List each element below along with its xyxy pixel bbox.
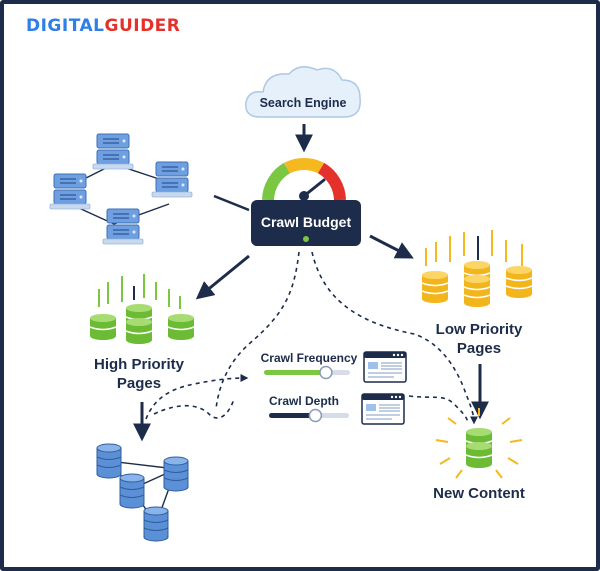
dashed-path-high-to-frequency [145,374,249,420]
crawl-frequency-slider[interactable] [264,365,350,380]
search-engine-cloud [245,66,361,118]
high-priority-pages-icon [89,274,195,345]
database-icon [143,506,169,542]
low-priority-pages-label: Low Priority Pages [414,320,544,358]
new-content-label: New Content [433,485,525,502]
low-priority-line1: Low Priority [435,321,523,338]
low-priority-line2: Pages [456,340,502,357]
high-priority-line2: Pages [116,375,162,392]
database-icon [163,456,189,492]
arrow-to-high-priority [195,254,250,300]
diagram-canvas: Search Engine Crawl Budget Crawl Frequen… [49,66,533,542]
dashed-path-network-loop [153,398,235,419]
connector-servers-to-budget [213,194,250,212]
crawl-frequency-label: Crawl Frequency [261,351,358,365]
brand-logo: DIGITALGUIDER [26,16,180,36]
brand-part-digital: DIGITAL [26,16,105,36]
status-dot [303,236,309,242]
database-network [96,443,189,542]
arrow-to-low-priority [369,234,414,259]
new-content-icon [435,408,523,479]
browser-window-icon [363,351,407,383]
brand-part-guider: GUIDER [104,16,181,36]
high-priority-pages-label: High Priority Pages [74,355,204,393]
dashed-path-budget-to-new-content [311,251,478,425]
server-icon [49,173,91,210]
browser-window-icon [361,393,405,425]
database-icon [119,473,145,509]
dashed-path-budget-to-controls [215,251,300,410]
low-priority-pages-icon [421,230,533,308]
search-engine-label: Search Engine [260,96,347,110]
crawl-depth-slider[interactable] [269,408,349,423]
server-icon [102,208,144,245]
crawl-budget-box [251,200,361,246]
crawl-budget-label: Crawl Budget [261,214,352,230]
crawl-depth-label: Crawl Depth [269,394,339,408]
database-icon [96,443,122,479]
server-icon [92,133,134,170]
dashed-path-controls-to-new-content [408,395,469,423]
server-icon [151,161,193,198]
high-priority-line1: High Priority [93,356,184,373]
server-cluster [49,133,193,245]
crawl-budget-gauge-icon [262,158,346,201]
